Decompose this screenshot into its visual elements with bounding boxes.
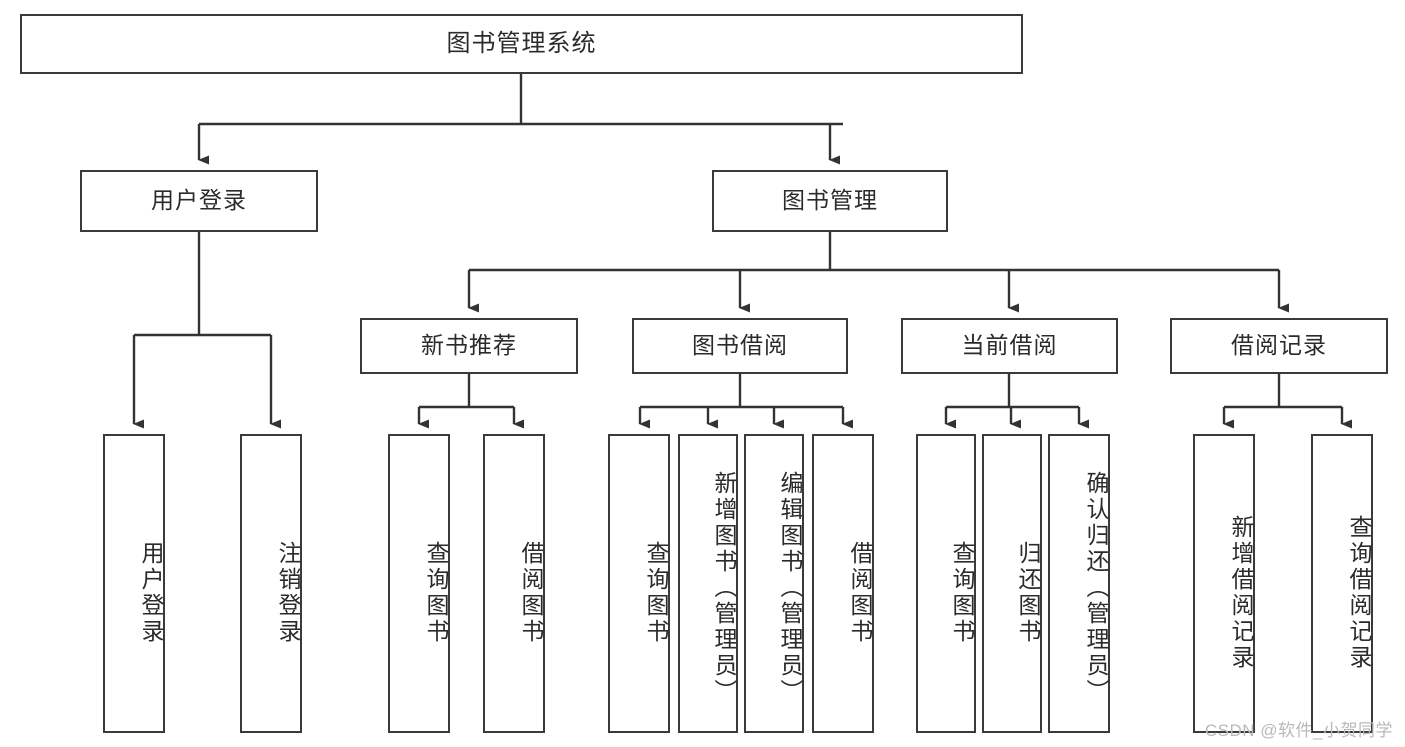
node-root[interactable]: 图书管理系统 [20,14,1023,74]
leaf-book-borrow-1-label: 查询图书 [643,540,669,645]
leaf-records-1[interactable]: 新增借阅记录 [1193,434,1255,733]
node-book-borrow[interactable]: 图书借阅 [632,318,848,374]
leaf-book-borrow-3[interactable]: 编辑图书（管理员） [744,434,804,733]
leaf-book-borrow-1[interactable]: 查询图书 [608,434,670,733]
csdn-watermark: CSDN @软件_小贺同学 [1204,721,1393,740]
leaf-book-borrow-4[interactable]: 借阅图书 [812,434,874,733]
node-book-manage[interactable]: 图书管理 [712,170,948,232]
leaf-user-login-1-label: 用户登录 [138,540,164,645]
leaf-current-borrow-3-label: 确认归还（管理员） [1083,470,1109,705]
node-borrow-records[interactable]: 借阅记录 [1170,318,1388,374]
node-book-manage-label: 图书管理 [782,187,878,214]
leaf-current-borrow-2-label: 归还图书 [1015,540,1041,645]
leaf-book-borrow-3-label: 编辑图书（管理员） [777,470,803,705]
leaf-current-borrow-1[interactable]: 查询图书 [916,434,976,733]
node-new-book[interactable]: 新书推荐 [360,318,578,374]
node-user-login[interactable]: 用户登录 [80,170,318,232]
leaf-current-borrow-2[interactable]: 归还图书 [982,434,1042,733]
leaf-current-borrow-3[interactable]: 确认归还（管理员） [1048,434,1110,733]
leaf-book-borrow-2-label: 新增图书（管理员） [711,470,737,705]
leaf-book-borrow-2[interactable]: 新增图书（管理员） [678,434,738,733]
leaf-book-borrow-4-label: 借阅图书 [847,540,873,645]
leaf-records-1-label: 新增借阅记录 [1228,514,1254,671]
leaf-new-book-1-label: 查询图书 [423,540,449,645]
node-current-borrow[interactable]: 当前借阅 [901,318,1118,374]
leaf-user-login-1[interactable]: 用户登录 [103,434,165,733]
node-user-login-label: 用户登录 [151,187,247,214]
leaf-new-book-2[interactable]: 借阅图书 [483,434,545,733]
leaf-new-book-2-label: 借阅图书 [518,540,544,645]
node-current-borrow-label: 当前借阅 [961,332,1058,359]
leaf-records-2[interactable]: 查询借阅记录 [1311,434,1373,733]
node-borrow-records-label: 借阅记录 [1231,332,1327,359]
leaf-user-login-2-label: 注销登录 [275,540,301,645]
leaf-user-login-2[interactable]: 注销登录 [240,434,302,733]
node-new-book-label: 新书推荐 [421,332,517,359]
leaf-new-book-1[interactable]: 查询图书 [388,434,450,733]
leaf-current-borrow-1-label: 查询图书 [949,540,975,645]
node-book-borrow-label: 图书借阅 [692,332,788,359]
node-root-label: 图书管理系统 [446,29,597,57]
leaf-records-2-label: 查询借阅记录 [1346,514,1372,671]
